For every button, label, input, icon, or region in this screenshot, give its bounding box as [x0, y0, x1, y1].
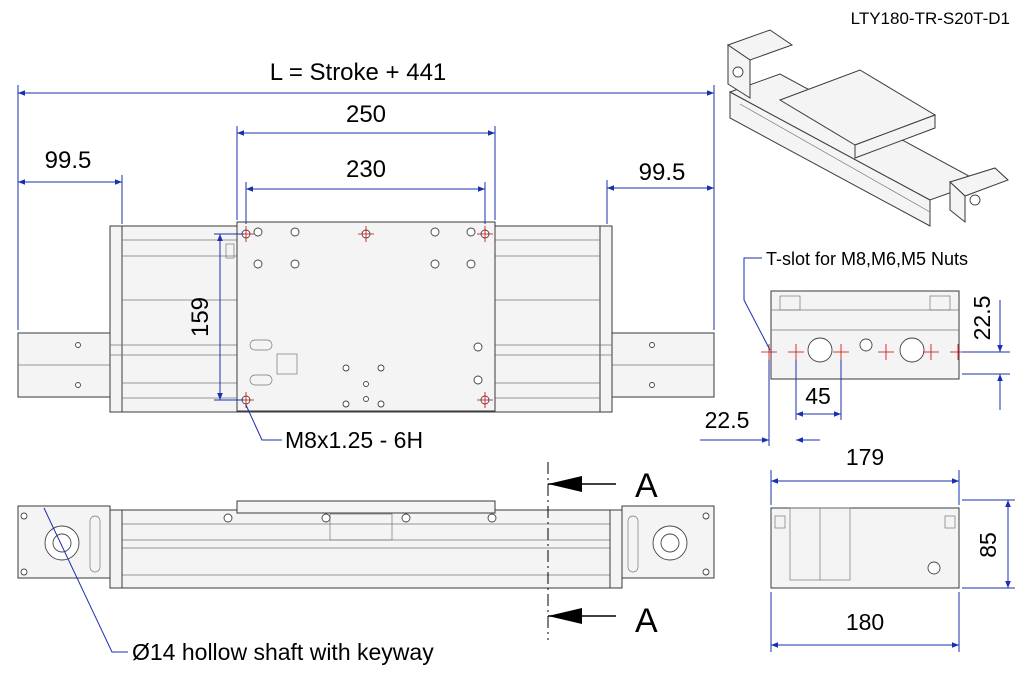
dim-end-right: 99.5 [606, 159, 714, 224]
hole-centerlines [238, 226, 493, 408]
dim-hole-spacing-x: 230 [245, 156, 486, 224]
profile-section [770, 290, 960, 380]
dim-end-left: 99.5 [18, 147, 123, 224]
end-left-label: 99.5 [45, 147, 92, 174]
part-number: LTY180-TR-S20T-D1 [851, 9, 1010, 28]
side-view [17, 500, 715, 589]
side-profile [109, 509, 623, 589]
overall-length-label: L = Stroke + 441 [270, 59, 447, 86]
section-view: T-slot for M8,M6,M5 Nuts 22.5 45 22.5 [700, 249, 1010, 446]
profile-width-label: 179 [846, 444, 884, 470]
carriage-plate [236, 221, 496, 412]
tslot-centerlines [761, 344, 966, 360]
shaft-label: Ø14 hollow shaft with keyway [132, 639, 434, 665]
end-right-label: 99.5 [639, 159, 686, 186]
thread-label: M8x1.25 - 6H [285, 427, 423, 453]
side-carriage [236, 500, 496, 514]
isometric-view [726, 29, 1009, 227]
carriage-length-label: 250 [346, 101, 386, 128]
top-view [17, 221, 715, 413]
hole-spacing-x-label: 230 [346, 156, 386, 183]
height-label: 85 [975, 532, 1001, 558]
section-label-bottom: A [635, 602, 658, 640]
section-label-top: A [635, 467, 658, 505]
tslot-pitch-label: 45 [805, 383, 831, 409]
tslot-label: T-slot for M8,M6,M5 Nuts [766, 249, 968, 269]
hole-spacing-y-label: 159 [187, 297, 214, 337]
thread-callout: M8x1.25 - 6H [245, 404, 423, 453]
dim-hole-spacing-y: 159 [187, 233, 244, 401]
section-cut: A A [547, 462, 658, 640]
tslot-offset-x-label: 22.5 [705, 407, 750, 433]
end-width-label: 180 [846, 609, 884, 635]
dim-carriage-length: 250 [236, 101, 496, 220]
end-view: 179 180 85 [770, 444, 1015, 652]
dim-overall-length: L = Stroke + 441 [17, 59, 715, 330]
end-plate [770, 507, 960, 589]
tslot-offset-y-label: 22.5 [969, 296, 995, 341]
shaft-callout: Ø14 hollow shaft with keyway [43, 507, 434, 665]
